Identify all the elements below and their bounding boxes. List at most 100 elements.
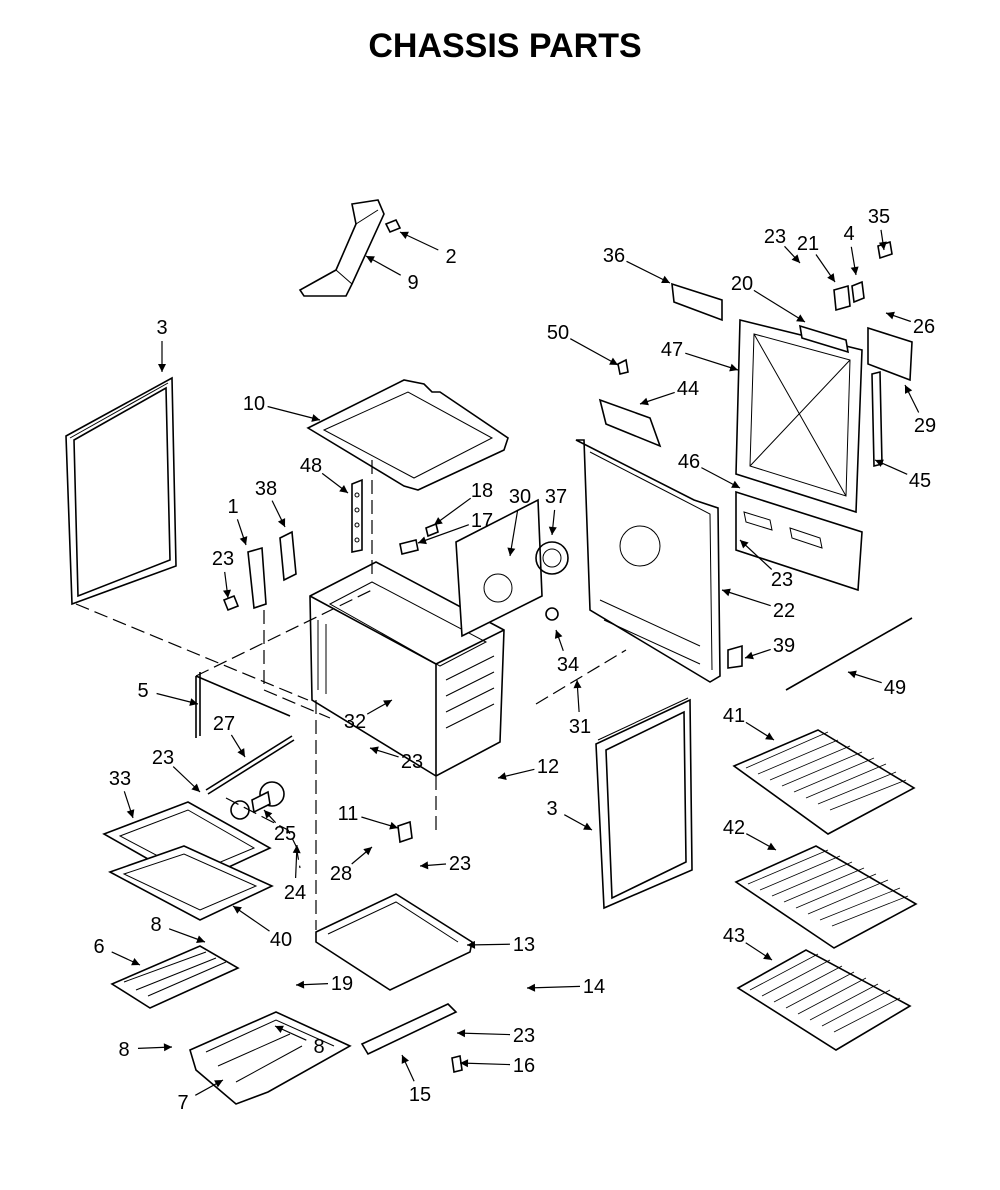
part-49-wire <box>785 617 913 691</box>
leader-arrowhead <box>850 266 859 275</box>
leader-arrowhead <box>767 842 776 850</box>
leader-arrowhead <box>434 517 443 525</box>
callout-number: 24 <box>284 882 306 904</box>
callout-number: 29 <box>914 415 936 437</box>
part-1-bracket <box>247 546 267 610</box>
callout-number: 50 <box>547 322 569 344</box>
callout-leaders <box>111 229 920 1096</box>
part-43-oven-rack <box>736 949 912 1051</box>
callout-number: 26 <box>913 316 935 338</box>
callout-number: 23 <box>401 751 423 773</box>
leader-arrowhead <box>339 485 348 493</box>
callout-number: 48 <box>300 455 322 477</box>
leader-arrowhead <box>389 821 398 830</box>
part-22-rear-frame <box>575 439 721 683</box>
leader-arrowhead <box>498 772 507 780</box>
part-36-cover <box>671 282 723 322</box>
callout-number: 27 <box>213 713 235 735</box>
callout-number: 4 <box>843 223 854 245</box>
callout-number: 11 <box>338 803 359 825</box>
callout-number: 23 <box>212 548 234 570</box>
leader-line <box>721 589 771 607</box>
callout-number: 38 <box>255 478 277 500</box>
callout-number: 9 <box>407 272 418 294</box>
leader-arrowhead <box>420 861 429 870</box>
leader-line <box>626 260 671 284</box>
part-34-nut <box>545 607 559 621</box>
leader-arrowhead <box>791 254 800 263</box>
callout-number: 45 <box>909 470 931 492</box>
leader-arrowhead <box>548 526 557 535</box>
callout-number: 30 <box>509 486 531 508</box>
leader-arrowhead <box>363 847 372 856</box>
oven-cavity <box>309 561 505 777</box>
part-3-side-panel-left <box>65 376 177 606</box>
part-6-broil-element <box>110 945 240 1009</box>
part-40-heat-shield <box>108 845 274 921</box>
callout-number: 8 <box>313 1036 324 1058</box>
callout-number: 31 <box>569 716 591 738</box>
leader-arrowhead <box>722 588 731 597</box>
callout-number: 40 <box>270 929 292 951</box>
part-5-gasket <box>195 672 291 738</box>
callout-number: 25 <box>274 823 296 845</box>
callout-number: 22 <box>773 600 795 622</box>
leader-arrowhead <box>740 540 749 549</box>
callout-number: 16 <box>513 1055 535 1077</box>
leader-arrowhead <box>370 746 379 755</box>
leader-arrowhead <box>878 241 887 250</box>
callout-number: 15 <box>409 1084 431 1106</box>
leader-arrowhead <box>467 940 476 949</box>
leader-arrowhead <box>745 651 754 660</box>
leader-arrowhead <box>401 1055 409 1064</box>
leader-arrowhead <box>277 518 286 527</box>
callout-number: 44 <box>677 378 699 400</box>
leader-arrowhead <box>827 273 835 282</box>
leader-arrowhead <box>460 1059 469 1068</box>
leader-arrowhead <box>223 589 231 598</box>
leader-arrowhead <box>383 700 392 708</box>
part-48-strip <box>351 478 363 553</box>
leader-arrowhead <box>366 256 375 264</box>
leader-line <box>526 985 581 989</box>
leader-arrowhead <box>191 783 200 792</box>
callout-number: 32 <box>344 711 366 733</box>
leader-arrowhead <box>214 1080 223 1088</box>
callout-number: 49 <box>884 677 906 699</box>
part-50-clip <box>617 358 629 375</box>
leader-arrowhead <box>527 983 536 992</box>
leader-line <box>417 524 470 544</box>
callout-number: 28 <box>330 863 352 885</box>
leader-line <box>753 289 806 323</box>
callout-number: 23 <box>449 853 471 875</box>
callout-number: 12 <box>537 756 559 778</box>
part-2-screw <box>384 218 402 234</box>
leader-arrowhead <box>640 397 649 406</box>
part-10-top-panel <box>306 379 509 491</box>
part-44-cover <box>598 398 662 448</box>
part-20-bracket <box>798 324 850 354</box>
leader-line <box>459 1062 511 1066</box>
leader-arrowhead <box>875 459 884 467</box>
leader-arrowhead <box>264 810 273 819</box>
callout-number: 10 <box>243 393 265 415</box>
part-37-fan <box>535 541 569 575</box>
leader-arrowhead <box>237 748 245 757</box>
callout-number: 6 <box>93 936 104 958</box>
callout-number: 3 <box>156 317 167 339</box>
leader-arrowhead <box>418 536 427 545</box>
leader-arrowhead <box>609 357 618 365</box>
leader-arrowhead <box>189 698 198 706</box>
callout-number: 1 <box>227 496 238 518</box>
leader-arrowhead <box>311 414 320 422</box>
part-45-strip <box>871 370 883 468</box>
leader-arrowhead <box>296 980 305 989</box>
leader-line <box>267 405 321 421</box>
leader-arrowhead <box>163 1043 172 1052</box>
part-41-oven-rack <box>732 729 916 835</box>
leader-arrowhead <box>573 680 582 689</box>
leader-line <box>456 1032 511 1036</box>
callout-number: 5 <box>137 680 148 702</box>
